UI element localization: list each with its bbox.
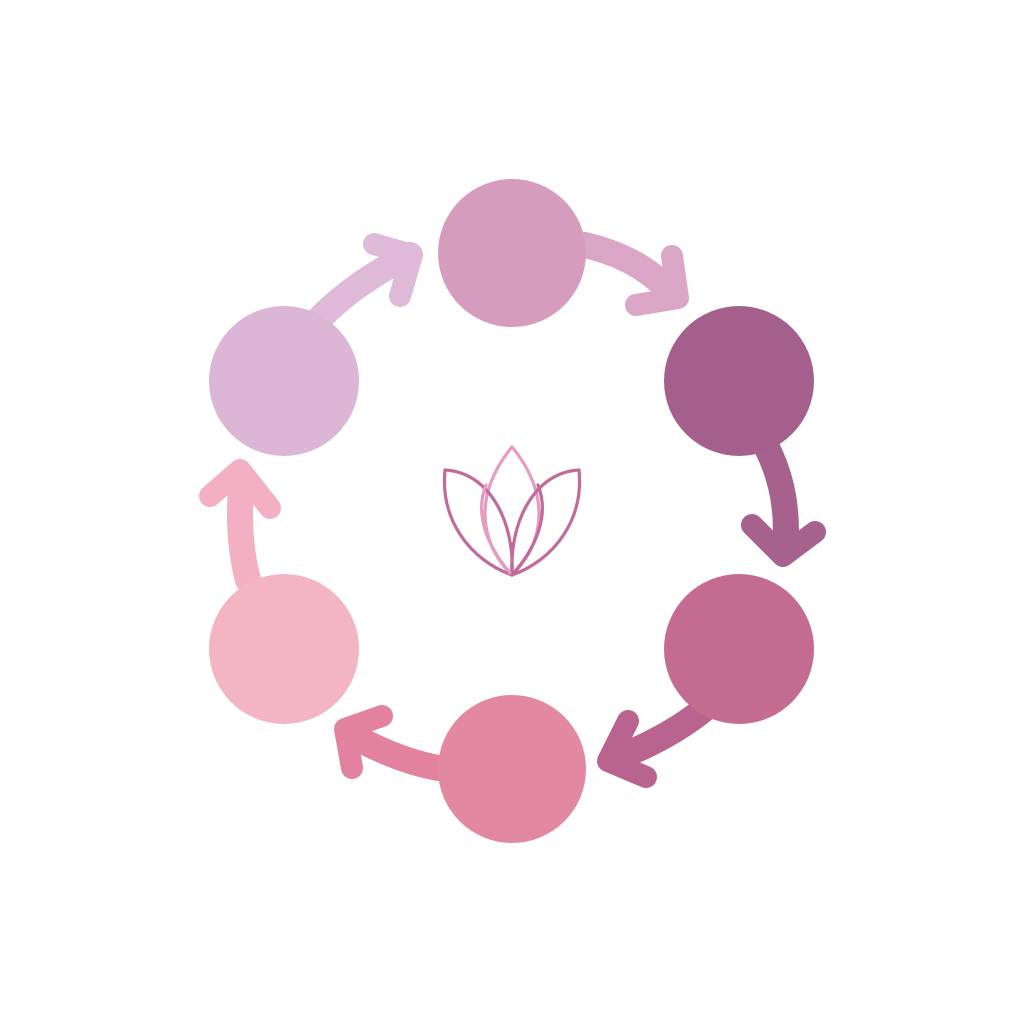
arrow-lower-right-to-bottom [597,693,721,788]
arrow-lower-left-to-upper-left [199,459,281,593]
cycle-node-bottom [438,695,586,843]
arrow-upper-left-to-top [305,233,423,333]
arrow-bottom-to-lower-left [334,705,451,781]
arrow-upper-right-to-lower-right [741,437,826,567]
cycle-nodes [209,179,814,843]
cycle-node-lower-right [664,574,814,724]
lotus-icon [442,445,582,577]
cycle-node-lower-left [209,574,359,724]
cycle-node-upper-right [664,306,814,456]
cycle-node-top [438,179,586,327]
arrow-top-to-upper-right [572,232,689,316]
cycle-node-upper-left [209,306,359,456]
cycle-arrows [199,232,826,788]
